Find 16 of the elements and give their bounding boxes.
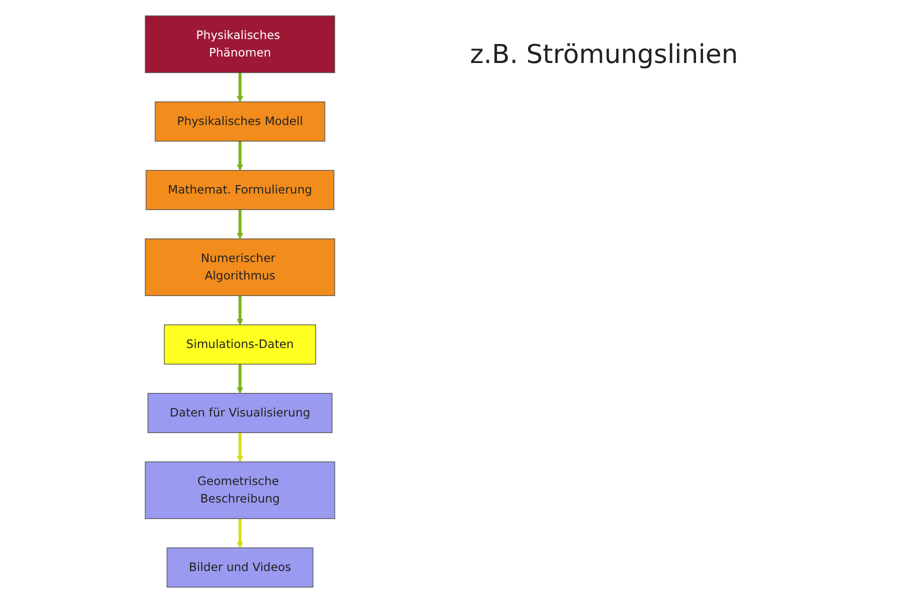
arrow bbox=[236, 364, 244, 394]
node-box: Daten für Visualisierung bbox=[148, 392, 332, 434]
node-box: Mathemat. Formulierung bbox=[146, 170, 334, 210]
arrow bbox=[236, 296, 244, 326]
node-box: Physikalisches Modell bbox=[154, 101, 326, 142]
arrow bbox=[236, 141, 244, 171]
node-box: Numerischer Algorithmus bbox=[144, 238, 336, 296]
node-box: Physikalisches Phänomen bbox=[144, 15, 336, 74]
note-text: z.B. Strömungslinien bbox=[470, 40, 738, 70]
arrow bbox=[236, 518, 244, 548]
arrow bbox=[236, 432, 244, 462]
node-box: Bilder und Videos bbox=[166, 547, 314, 588]
node-box: Geometrische Beschreibung bbox=[144, 461, 336, 520]
arrow bbox=[236, 210, 244, 240]
arrow bbox=[236, 72, 244, 102]
node-box: Simulations-Daten bbox=[164, 324, 316, 365]
